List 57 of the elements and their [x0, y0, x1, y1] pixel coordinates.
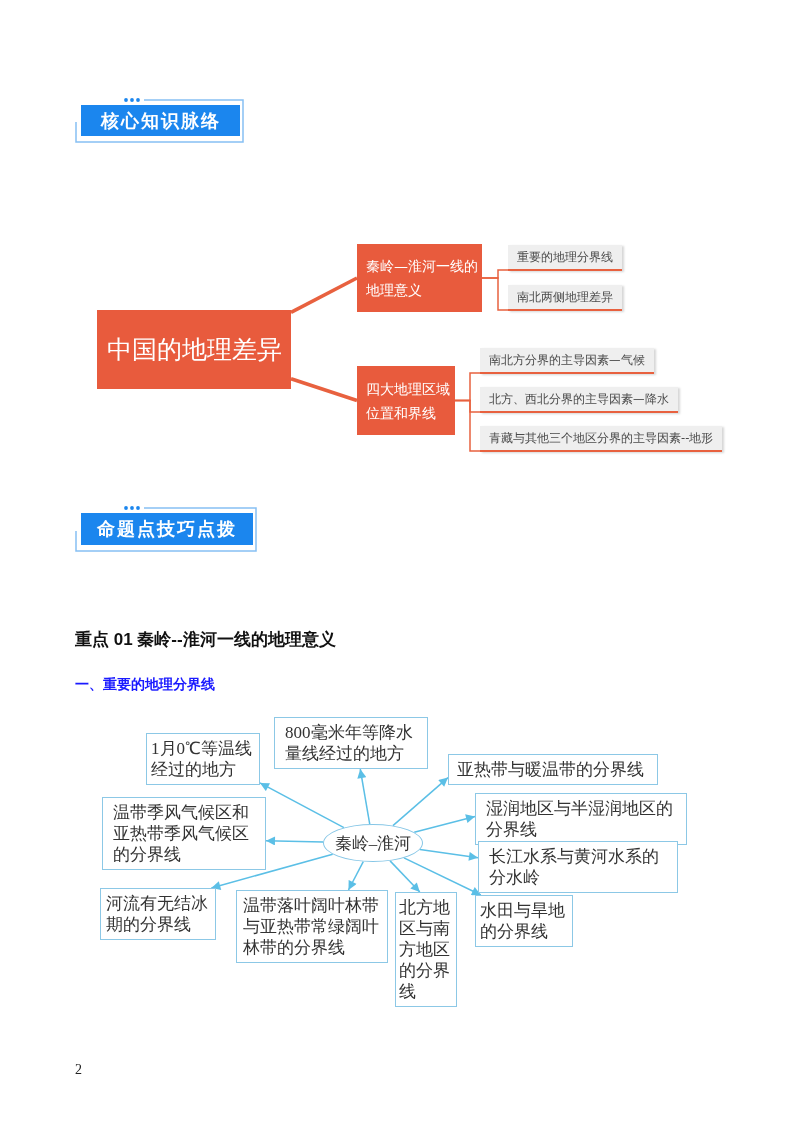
note-text: 水田与旱地的分界线	[480, 900, 566, 942]
leaf-box	[508, 245, 622, 271]
section-badge	[81, 513, 253, 545]
arrow	[389, 860, 421, 893]
hub-ellipse	[323, 824, 423, 862]
note-text: 长江水系与黄河水系的分水岭	[489, 846, 660, 888]
note-text: 温带季风气候区和亚热带季风气候区的分界线	[113, 802, 250, 865]
note-text: 1月0℃等温线经过的地方	[151, 738, 253, 780]
note-box	[100, 888, 216, 940]
branch-label: 秦岭—淮河一线的地理意义	[366, 257, 479, 300]
arrow	[413, 814, 476, 833]
hub-label: 秦岭–淮河	[334, 832, 412, 855]
note-text: 温带落叶阔叶林带与亚热带常绿阔叶林带的分界线	[243, 895, 380, 958]
badge-title: 命题点技巧点拨	[97, 517, 237, 541]
subsection-heading: 一、重要的地理分界线	[75, 676, 215, 694]
leaf-box	[480, 348, 654, 374]
arrow	[357, 768, 371, 825]
section-badge	[81, 105, 240, 136]
connector-line	[454, 399, 481, 452]
arrow	[419, 848, 479, 861]
note-box	[448, 754, 658, 785]
connector-line	[290, 377, 358, 403]
branch-label: 四大地理区域位置和界线	[366, 379, 451, 423]
topic-box	[97, 310, 291, 389]
section-heading: 重点 01 秦岭--淮河一线的地理意义	[75, 629, 336, 651]
leaf-label: 重要的地理分界线	[517, 249, 613, 265]
note-text: 800毫米年等降水量线经过的地方	[285, 722, 414, 764]
leaf-label: 青藏与其他三个地区分界的主导因素--地形	[489, 430, 714, 446]
note-box	[478, 841, 678, 893]
leaf-label: 南北方分界的主导因素—气候	[489, 352, 645, 368]
branch-box	[357, 366, 455, 435]
note-box	[475, 895, 573, 947]
note-box	[102, 797, 266, 870]
leaf-box	[480, 426, 723, 452]
note-box	[475, 793, 687, 845]
page-number: 2	[75, 1062, 82, 1078]
note-text: 亚热带与暖温带的分界线	[457, 759, 645, 780]
note-text: 河流有无结冰期的分界线	[106, 893, 209, 935]
leaf-label: 北方、西北分界的主导因素—降水	[489, 391, 669, 407]
connector-line	[290, 276, 358, 314]
note-text: 湿润地区与半湿润地区的分界线	[486, 798, 674, 840]
leaf-box	[480, 387, 678, 413]
arrow	[210, 853, 334, 890]
note-text: 北方地区与南方地区的分界线	[399, 897, 451, 1002]
note-box	[146, 733, 260, 785]
badge-title: 核心知识脉络	[100, 108, 221, 133]
note-box	[274, 717, 428, 769]
arrow	[265, 836, 324, 846]
note-box	[395, 892, 457, 1007]
topic-title: 中国的地理差异	[106, 334, 282, 366]
branch-box	[357, 244, 482, 312]
arrow	[259, 782, 345, 829]
leaf-label: 南北两侧地理差异	[517, 289, 613, 305]
note-box	[236, 890, 388, 963]
arrow	[347, 860, 365, 891]
leaf-box	[508, 285, 622, 311]
connector-line	[481, 277, 509, 311]
